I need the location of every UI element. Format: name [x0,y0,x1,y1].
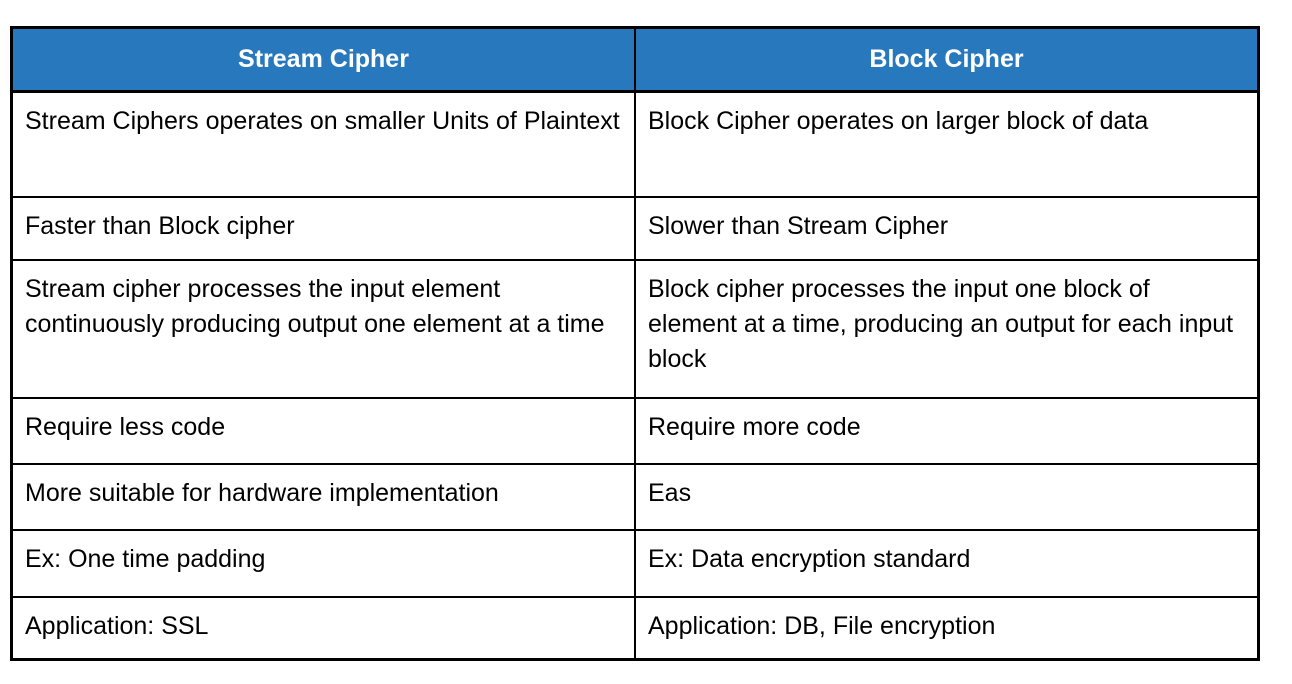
block-cipher-cell: Block Cipher operates on larger block of… [634,90,1260,198]
stream-cipher-cell: Stream cipher processes the input elemen… [10,258,636,399]
stream-cipher-cell: Ex: One time padding [10,528,636,598]
table-row: More suitable for hardware implementatio… [10,462,1260,531]
stream-cipher-cell: Stream Ciphers operates on smaller Units… [10,90,636,198]
cipher-comparison-table: Stream Cipher Block Cipher Stream Cipher… [10,26,1260,661]
column-header-stream-cipher: Stream Cipher [10,26,636,93]
block-cipher-cell: Application: DB, File encryption [634,595,1260,661]
table-header: Stream Cipher Block Cipher [10,26,1260,93]
block-cipher-cell: Slower than Stream Cipher [634,195,1260,261]
column-header-block-cipher: Block Cipher [634,26,1260,93]
table-row: Faster than Block cipher Slower than Str… [10,195,1260,261]
table-row: Application: SSL Application: DB, File e… [10,595,1260,661]
header-row: Stream Cipher Block Cipher [10,26,1260,93]
stream-cipher-cell: Faster than Block cipher [10,195,636,261]
table-row: Ex: One time padding Ex: Data encryption… [10,528,1260,598]
block-cipher-cell: Block cipher processes the input one blo… [634,258,1260,399]
table-row: Require less code Require more code [10,396,1260,465]
stream-cipher-cell: More suitable for hardware implementatio… [10,462,636,531]
block-cipher-cell: Require more code [634,396,1260,465]
block-cipher-cell: Ex: Data encryption standard [634,528,1260,598]
table-row: Stream Ciphers operates on smaller Units… [10,90,1260,198]
table-row: Stream cipher processes the input elemen… [10,258,1260,399]
stream-cipher-cell: Require less code [10,396,636,465]
block-cipher-cell: Eas [634,462,1260,531]
table-body: Stream Ciphers operates on smaller Units… [10,90,1260,661]
stream-cipher-cell: Application: SSL [10,595,636,661]
